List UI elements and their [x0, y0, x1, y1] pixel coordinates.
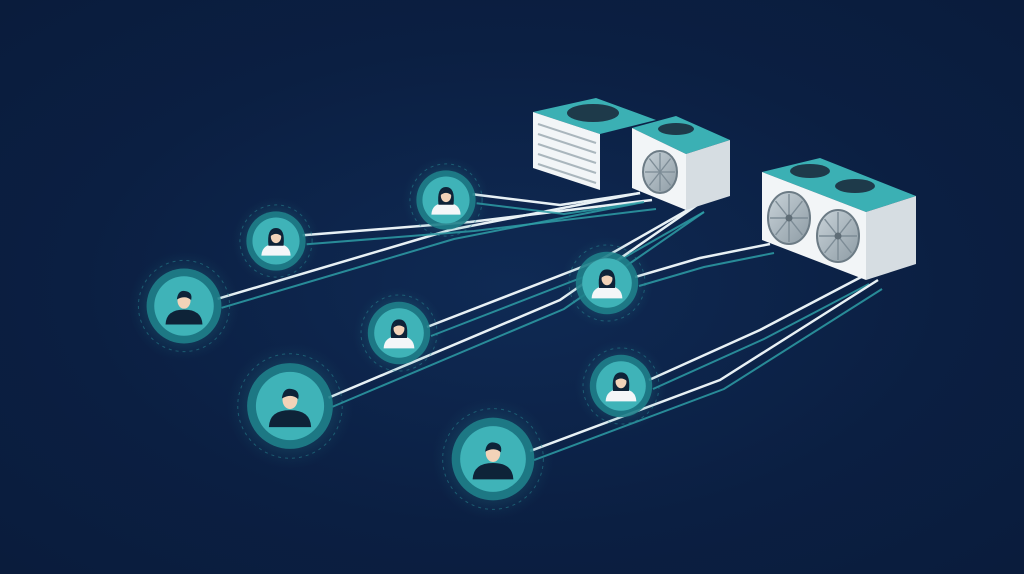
- user-node: [432, 398, 554, 520]
- user-node: [353, 287, 445, 379]
- user-node: [561, 237, 653, 329]
- unit-top-face: [632, 116, 730, 154]
- top-vent-icon: [790, 164, 830, 178]
- connection-line-shadow: [652, 283, 870, 390]
- connection-line-shadow: [638, 252, 775, 287]
- condenser-unit-icon: [762, 158, 916, 280]
- connection-line: [529, 278, 879, 453]
- unit-front-face: [533, 112, 600, 190]
- male-user-avatar-icon: [165, 290, 203, 325]
- top-vent-icon: [835, 179, 875, 193]
- user-ring: [568, 244, 646, 322]
- male-user-avatar-icon: [268, 388, 312, 428]
- user-ring: [442, 408, 544, 510]
- grill-slat: [537, 163, 597, 184]
- top-vent-icon: [658, 123, 694, 135]
- user-node: [128, 250, 240, 362]
- user-node: [402, 156, 490, 244]
- user-node: [575, 340, 667, 432]
- user-ring: [409, 163, 483, 237]
- top-vent-icon: [567, 104, 619, 122]
- user-ring: [237, 353, 343, 459]
- user-ring: [360, 294, 438, 372]
- connection-line-shadow: [476, 201, 645, 216]
- female-user-avatar-icon: [261, 228, 291, 256]
- female-user-avatar-icon: [591, 269, 623, 299]
- fan-icon: [767, 191, 811, 245]
- connection-line: [634, 242, 771, 279]
- user-ring: [239, 204, 313, 278]
- user-ring: [137, 259, 231, 353]
- unit-side-face: [686, 140, 730, 210]
- user-nodes: [128, 156, 667, 520]
- male-user-avatar-icon: [472, 442, 514, 480]
- female-user-avatar-icon: [431, 187, 461, 215]
- grill-slat: [537, 153, 597, 174]
- user-ring: [582, 347, 660, 425]
- female-user-avatar-icon: [383, 319, 415, 349]
- female-user-avatar-icon: [605, 372, 637, 402]
- user-node: [226, 342, 354, 470]
- condenser-unit-icon: [533, 98, 730, 210]
- user-node: [232, 197, 320, 285]
- grill-slat: [537, 143, 597, 164]
- connection-line-shadow: [533, 288, 883, 461]
- fan-icon: [816, 209, 860, 263]
- grill-slat: [537, 123, 597, 144]
- condenser-units: [533, 98, 916, 280]
- unit-side-face: [866, 196, 916, 280]
- connection-line: [472, 191, 641, 207]
- grill-slat: [537, 133, 597, 154]
- connection-line: [648, 273, 866, 382]
- fan-icon: [642, 150, 678, 194]
